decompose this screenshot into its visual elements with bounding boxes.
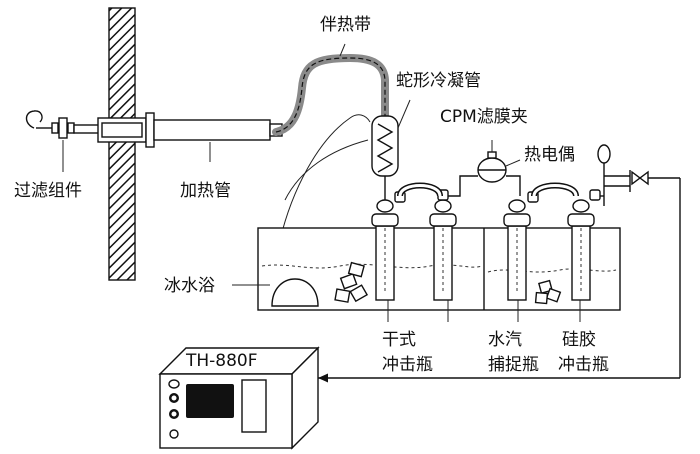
label-silica-impinger-line1: 硅胶 [562,330,596,350]
impinger-4 [567,189,601,301]
ice-water-bath [232,227,621,311]
label-dry-impinger-line2: 冲击瓶 [382,355,433,375]
label-heating-tape: 伴热带 [320,15,371,35]
ice-cubes-right [534,279,562,305]
label-water-trap-line1: 水汽 [488,330,522,350]
label-thermocouple: 热电偶 [524,145,575,165]
wire-right [284,139,369,201]
gauge-icon [597,144,611,164]
label-silica-impinger-line2: 冲击瓶 [558,355,609,375]
heating-tape [272,53,389,136]
cpm-filter-holder [477,140,521,183]
valve-icon [631,170,649,186]
outlet-assembly [318,144,681,383]
tube-filter-3 [506,175,521,196]
stack-wall [108,7,136,281]
serpentine-condenser [371,99,411,206]
impinger-2 [429,189,457,301]
ice-cubes-left [334,261,369,303]
impinger-3 [503,191,539,301]
tube-2-filter [448,175,478,197]
label-water-trap-line2: 捕捉瓶 [488,355,539,375]
label-instrument-model: TH-880F [185,351,258,371]
impinger-1 [371,191,406,301]
heating-pipe [97,112,283,162]
label-cpm-filter-holder: CPM滤膜夹 [440,107,528,127]
label-ice-water-bath: 冰水浴 [164,276,215,296]
label-filter-assembly: 过滤组件 [14,181,82,201]
wire-left [279,114,371,241]
label-serpentine-condenser: 蛇形冷凝管 [396,71,481,91]
th-880f-instrument [158,346,320,450]
label-dry-impinger-line1: 干式 [382,330,416,350]
instrument-display [186,384,234,418]
probe-hook [25,110,43,129]
label-heating-pipe: 加热管 [180,181,231,201]
filter-assembly [25,110,110,172]
